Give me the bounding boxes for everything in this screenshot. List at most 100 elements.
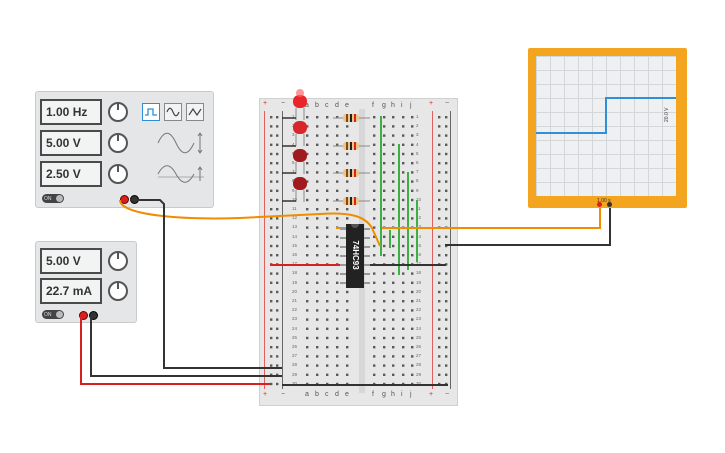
breadboard-hole[interactable]: [270, 336, 273, 340]
breadboard-hole[interactable]: [306, 272, 309, 275]
breadboard-hole[interactable]: [383, 189, 386, 192]
amplitude-knob[interactable]: [108, 133, 128, 153]
breadboard-hole[interactable]: [306, 254, 309, 257]
breadboard-hole[interactable]: [445, 309, 448, 312]
voltage-display[interactable]: 5.00 V: [40, 248, 102, 274]
breadboard-hole[interactable]: [270, 143, 273, 146]
breadboard-hole[interactable]: [326, 290, 329, 294]
breadboard-hole[interactable]: [402, 171, 405, 174]
breadboard-hole[interactable]: [383, 244, 386, 248]
breadboard-hole[interactable]: [336, 180, 339, 183]
breadboard-hole[interactable]: [445, 189, 448, 192]
breadboard-hole[interactable]: [276, 254, 279, 257]
breadboard-hole[interactable]: [445, 152, 448, 156]
breadboard-hole[interactable]: [445, 180, 448, 183]
breadboard-hole[interactable]: [411, 318, 414, 321]
breadboard-hole[interactable]: [306, 226, 309, 229]
breadboard-hole[interactable]: [402, 180, 405, 183]
breadboard-hole[interactable]: [411, 208, 414, 211]
voltage-knob[interactable]: [108, 251, 128, 271]
breadboard-hole[interactable]: [276, 217, 279, 220]
breadboard-hole[interactable]: [336, 235, 339, 238]
breadboard-hole[interactable]: [346, 208, 349, 211]
breadboard-hole[interactable]: [346, 318, 349, 321]
breadboard-hole[interactable]: [346, 364, 349, 367]
oscilloscope-probe-negative[interactable]: [607, 202, 612, 207]
breadboard-hole[interactable]: [326, 318, 329, 321]
breadboard-hole[interactable]: [326, 217, 329, 220]
breadboard-hole[interactable]: [270, 254, 273, 257]
triangle-wave-button[interactable]: [186, 103, 204, 121]
breadboard-hole[interactable]: [270, 382, 273, 386]
breadboard-hole[interactable]: [445, 134, 448, 137]
breadboard-hole[interactable]: [346, 290, 349, 294]
breadboard-hole[interactable]: [316, 189, 319, 192]
breadboard-hole[interactable]: [276, 290, 279, 294]
breadboard-hole[interactable]: [411, 198, 414, 202]
breadboard-hole[interactable]: [306, 373, 309, 376]
breadboard-hole[interactable]: [276, 162, 279, 165]
breadboard-hole[interactable]: [445, 125, 448, 128]
breadboard-hole[interactable]: [392, 336, 395, 340]
breadboard-hole[interactable]: [373, 254, 376, 257]
breadboard-hole[interactable]: [438, 327, 441, 330]
breadboard-hole[interactable]: [392, 189, 395, 192]
breadboard-hole[interactable]: [316, 254, 319, 257]
breadboard-hole[interactable]: [326, 364, 329, 367]
breadboard-hole[interactable]: [306, 355, 309, 358]
breadboard-hole[interactable]: [276, 309, 279, 312]
breadboard-hole[interactable]: [383, 364, 386, 367]
breadboard-hole[interactable]: [326, 152, 329, 156]
breadboard-hole[interactable]: [276, 373, 279, 376]
breadboard-hole[interactable]: [270, 300, 273, 303]
breadboard-hole[interactable]: [392, 254, 395, 257]
breadboard-hole[interactable]: [392, 134, 395, 137]
breadboard-hole[interactable]: [326, 373, 329, 376]
breadboard-hole[interactable]: [445, 373, 448, 376]
breadboard-hole[interactable]: [445, 272, 448, 275]
breadboard-hole[interactable]: [402, 143, 405, 146]
breadboard-hole[interactable]: [383, 300, 386, 303]
breadboard-hole[interactable]: [438, 290, 441, 294]
breadboard-hole[interactable]: [445, 336, 448, 340]
breadboard-hole[interactable]: [306, 143, 309, 146]
breadboard-hole[interactable]: [445, 171, 448, 174]
breadboard-hole[interactable]: [438, 235, 441, 238]
breadboard-hole[interactable]: [373, 162, 376, 165]
breadboard-hole[interactable]: [402, 125, 405, 128]
breadboard-hole[interactable]: [373, 244, 376, 248]
breadboard-hole[interactable]: [402, 189, 405, 192]
breadboard-hole[interactable]: [336, 272, 339, 275]
breadboard-hole[interactable]: [373, 373, 376, 376]
breadboard-hole[interactable]: [445, 198, 448, 202]
breadboard-hole[interactable]: [336, 152, 339, 156]
breadboard-hole[interactable]: [373, 180, 376, 183]
breadboard-hole[interactable]: [438, 346, 441, 349]
breadboard-hole[interactable]: [306, 125, 309, 128]
breadboard-hole[interactable]: [316, 346, 319, 349]
breadboard-hole[interactable]: [383, 235, 386, 238]
breadboard-hole[interactable]: [276, 189, 279, 192]
breadboard-hole[interactable]: [276, 180, 279, 183]
current-knob[interactable]: [108, 281, 128, 301]
breadboard-hole[interactable]: [270, 134, 273, 137]
amplitude-display[interactable]: 5.00 V: [40, 130, 102, 156]
breadboard-hole[interactable]: [316, 336, 319, 340]
breadboard-hole[interactable]: [373, 226, 376, 229]
breadboard-hole[interactable]: [326, 355, 329, 358]
breadboard-hole[interactable]: [316, 364, 319, 367]
breadboard-hole[interactable]: [336, 373, 339, 376]
breadboard-hole[interactable]: [270, 208, 273, 211]
breadboard-hole[interactable]: [276, 152, 279, 156]
breadboard-hole[interactable]: [373, 327, 376, 330]
breadboard-hole[interactable]: [270, 125, 273, 128]
breadboard-hole[interactable]: [402, 318, 405, 321]
breadboard-hole[interactable]: [270, 171, 273, 174]
breadboard-hole[interactable]: [383, 125, 386, 128]
breadboard-hole[interactable]: [346, 134, 349, 137]
breadboard-hole[interactable]: [402, 355, 405, 358]
breadboard-hole[interactable]: [276, 355, 279, 358]
breadboard-hole[interactable]: [326, 272, 329, 275]
breadboard-hole[interactable]: [276, 318, 279, 321]
breadboard-hole[interactable]: [402, 373, 405, 376]
